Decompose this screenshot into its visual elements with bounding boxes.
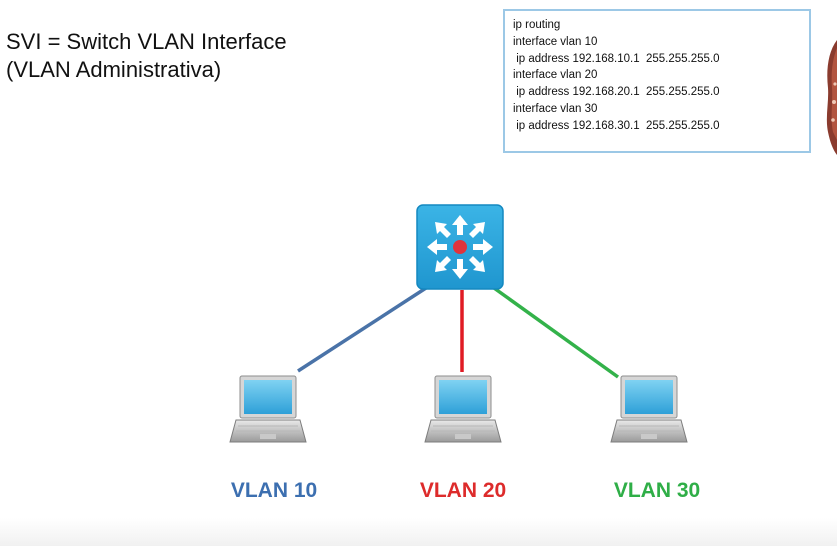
slide-title: SVI = Switch VLAN Interface (VLAN Admini… — [6, 28, 287, 84]
vlan30-label: VLAN 30 — [613, 479, 701, 502]
config-line: ip address 192.168.20.1 255.255.255.0 — [513, 86, 720, 99]
config-line: ip address 192.168.10.1 255.255.255.0 — [513, 52, 720, 65]
config-line: interface vlan 30 — [513, 102, 598, 115]
vlan10-link — [297, 286, 427, 373]
title-line-2: (VLAN Administrativa) — [6, 57, 222, 82]
vlan10-label: VLAN 10 — [230, 479, 318, 502]
vlan30-link — [492, 286, 620, 379]
presenter-edge — [822, 40, 837, 155]
layer3-switch-icon[interactable] — [416, 204, 504, 290]
vlan20-label: VLAN 20 — [419, 479, 507, 502]
title-line-1: SVI = Switch VLAN Interface — [6, 29, 287, 54]
config-line: interface vlan 20 — [513, 69, 598, 82]
presenter-edge-icon — [826, 40, 837, 155]
bottom-strip — [0, 518, 837, 546]
laptop-icon-vlan30[interactable] — [610, 375, 688, 443]
config-code-box: ip routing interface vlan 10 ip address … — [503, 9, 811, 153]
config-line: interface vlan 10 — [513, 35, 598, 48]
config-line: ip address 192.168.30.1 255.255.255.0 — [513, 119, 720, 132]
laptop-icon-vlan20[interactable] — [424, 375, 502, 443]
laptop-icon-vlan10[interactable] — [229, 375, 307, 443]
config-line: ip routing — [513, 19, 561, 31]
